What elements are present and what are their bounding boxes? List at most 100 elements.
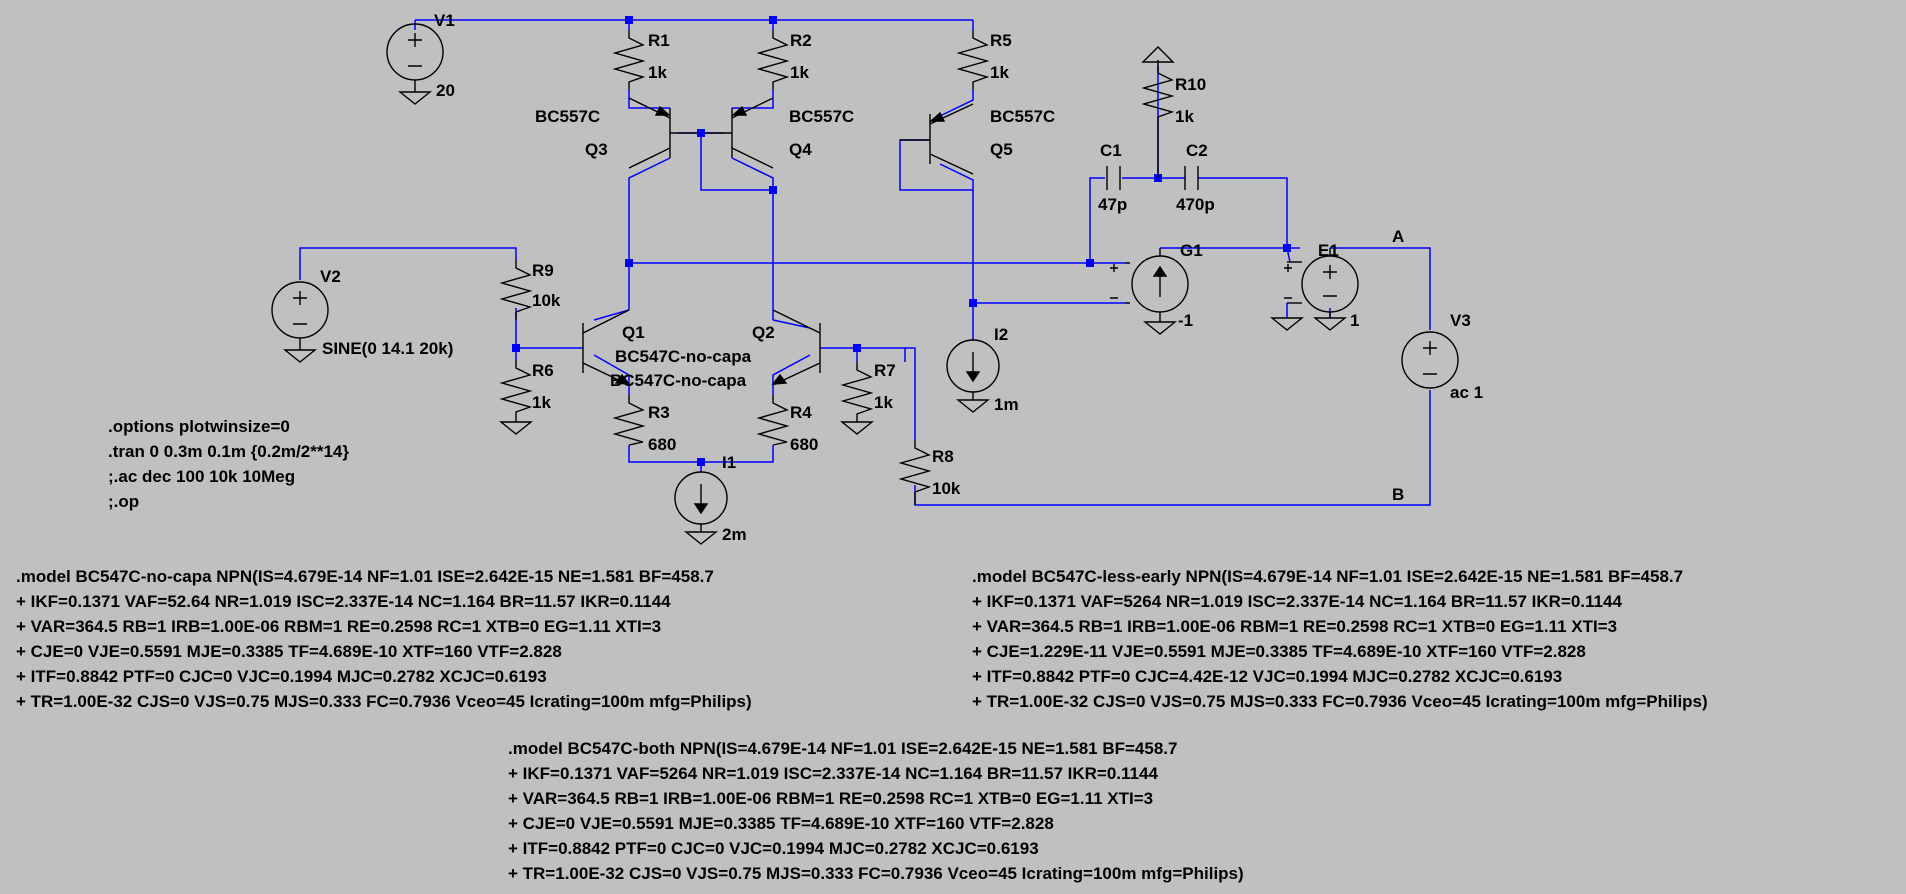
r2-value: 1k (790, 63, 809, 82)
q4-model: BC557C (789, 107, 854, 126)
r2-label: R2 (790, 31, 812, 50)
c2-value: 470p (1176, 195, 1215, 214)
q1-model: BC547C-no-capa (615, 347, 752, 366)
i1-value: 2m (722, 525, 747, 544)
resistor-r8[interactable]: R8 10k (898, 440, 961, 505)
model-line: + ITF=0.8842 PTF=0 CJC=0 VJC=0.1994 MJC=… (508, 839, 1039, 858)
transistor-q2[interactable]: Q2 BC547C-no-capa (610, 309, 821, 390)
i2-value: 1m (994, 395, 1019, 414)
model-line: + VAR=364.5 RB=1 IRB=1.00E-06 RBM=1 RE=0… (972, 617, 1617, 636)
model-block-both[interactable]: .model BC547C-both NPN(IS=4.679E-14 NF=1… (508, 739, 1244, 883)
r3-label: R3 (648, 403, 670, 422)
q5-model: BC557C (990, 107, 1055, 126)
transistor-q4[interactable]: BC557C Q4 (705, 97, 854, 169)
r6-value: 1k (532, 393, 551, 412)
current-source-i2[interactable]: I2 1m (946, 325, 1019, 414)
model-line: .model BC547C-both NPN(IS=4.679E-14 NF=1… (508, 739, 1177, 758)
transistor-q3[interactable]: BC557C Q3 (535, 97, 697, 169)
r8-value: 10k (932, 479, 961, 498)
q2-model: BC547C-no-capa (610, 371, 747, 390)
net-label-a: A (1392, 227, 1404, 246)
resistor-r10[interactable]: R10 1k (1141, 46, 1206, 178)
resistor-r6[interactable]: R6 1k (499, 360, 554, 435)
model-line: + ITF=0.8842 PTF=0 CJC=4.42E-12 VJC=0.19… (972, 667, 1562, 686)
c1-value: 47p (1098, 195, 1127, 214)
r9-label: R9 (532, 261, 554, 280)
r5-label: R5 (990, 31, 1012, 50)
r4-value: 680 (790, 435, 818, 454)
model-line: + TR=1.00E-32 CJS=0 VJS=0.75 MJS=0.333 F… (508, 864, 1244, 883)
model-line: + ITF=0.8842 PTF=0 CJC=0 VJC=0.1994 MJC=… (16, 667, 547, 686)
current-source-i1[interactable]: I1 2m (674, 453, 747, 545)
resistor-r5[interactable]: R5 1k (956, 30, 1012, 90)
q4-label: Q4 (789, 140, 812, 159)
spice-directives[interactable]: .options plotwinsize=0 .tran 0 0.3m 0.1m… (108, 417, 349, 511)
resistor-r1[interactable]: R1 1k (612, 30, 670, 90)
q2-label: Q2 (752, 323, 775, 342)
i2-label: I2 (994, 325, 1008, 344)
v3-label: V3 (1450, 311, 1471, 330)
v2-label: V2 (320, 267, 341, 286)
resistor-r3[interactable]: R3 680 (612, 395, 676, 454)
model-line: + IKF=0.1371 VAF=5264 NR=1.019 ISC=2.337… (972, 592, 1622, 611)
model-line: + CJE=0 VJE=0.5591 MJE=0.3385 TF=4.689E-… (16, 642, 562, 661)
model-line: + CJE=1.229E-11 VJE=0.5591 MJE=0.3385 TF… (972, 642, 1586, 661)
resistor-r4[interactable]: R4 680 (756, 395, 818, 454)
i1-label: I1 (722, 453, 736, 472)
wires (299, 19, 1431, 506)
r8-label: R8 (932, 447, 954, 466)
r9-value: 10k (532, 291, 561, 310)
q1-label: Q1 (622, 323, 645, 342)
model-line: + TR=1.00E-32 CJS=0 VJS=0.75 MJS=0.333 F… (16, 692, 752, 711)
resistor-r7[interactable]: R7 1k (840, 361, 896, 435)
c1-label: C1 (1100, 141, 1122, 160)
r7-value: 1k (874, 393, 893, 412)
r1-value: 1k (648, 63, 667, 82)
voltage-source-v1[interactable]: V1 20 (386, 11, 455, 105)
model-block-no-capa[interactable]: .model BC547C-no-capa NPN(IS=4.679E-14 N… (16, 567, 752, 711)
q3-label: Q3 (585, 140, 608, 159)
v1-label: V1 (434, 11, 455, 30)
model-line: .model BC547C-no-capa NPN(IS=4.679E-14 N… (16, 567, 714, 586)
v1-value: 20 (436, 81, 455, 100)
voltage-source-v2[interactable]: V2 SINE(0 14.1 20k) (271, 267, 453, 363)
net-label-b: B (1392, 485, 1404, 504)
directive-line: ;.op (108, 492, 139, 511)
resistor-r2[interactable]: R2 1k (756, 30, 812, 90)
model-line: + VAR=364.5 RB=1 IRB=1.00E-06 RBM=1 RE=0… (508, 789, 1153, 808)
capacitor-c1[interactable]: C1 47p (1098, 141, 1127, 214)
model-line: + IKF=0.1371 VAF=52.64 NR=1.019 ISC=2.33… (16, 592, 671, 611)
r10-value: 1k (1175, 107, 1194, 126)
q3-model: BC557C (535, 107, 600, 126)
resistor-r9[interactable]: R9 10k (499, 260, 561, 320)
directive-line: ;.ac dec 100 10k 10Meg (108, 467, 295, 486)
capacitor-c2[interactable]: C2 470p (1176, 141, 1215, 214)
e1-label: E1 (1318, 241, 1339, 260)
c2-label: C2 (1186, 141, 1208, 160)
model-block-less-early[interactable]: .model BC547C-less-early NPN(IS=4.679E-1… (972, 567, 1708, 711)
transistor-q5[interactable]: BC557C Q5 (900, 103, 1055, 175)
r5-value: 1k (990, 63, 1009, 82)
g1-value: -1 (1178, 311, 1193, 330)
r10-label: R10 (1175, 75, 1206, 94)
directive-line: .tran 0 0.3m 0.1m {0.2m/2**14} (108, 442, 349, 461)
model-line: + IKF=0.1371 VAF=5264 NR=1.019 ISC=2.337… (508, 764, 1158, 783)
directive-line: .options plotwinsize=0 (108, 417, 290, 436)
voltage-source-v3[interactable]: V3 ac 1 (1401, 311, 1483, 402)
vcvs-e1[interactable]: E1 1 (1270, 241, 1359, 331)
model-line: + VAR=364.5 RB=1 IRB=1.00E-06 RBM=1 RE=0… (16, 617, 661, 636)
v3-value: ac 1 (1450, 383, 1483, 402)
q5-label: Q5 (990, 140, 1013, 159)
r4-label: R4 (790, 403, 812, 422)
r6-label: R6 (532, 361, 554, 380)
r7-label: R7 (874, 361, 896, 380)
transistor-q1[interactable]: Q1 BC547C-no-capa (582, 309, 752, 386)
vccs-g1[interactable]: G1 -1 (1110, 241, 1203, 335)
model-line: + TR=1.00E-32 CJS=0 VJS=0.75 MJS=0.333 F… (972, 692, 1708, 711)
r1-label: R1 (648, 31, 670, 50)
g1-label: G1 (1180, 241, 1203, 260)
model-line: + CJE=0 VJE=0.5591 MJE=0.3385 TF=4.689E-… (508, 814, 1054, 833)
model-line: .model BC547C-less-early NPN(IS=4.679E-1… (972, 567, 1683, 586)
e1-value: 1 (1350, 311, 1359, 330)
